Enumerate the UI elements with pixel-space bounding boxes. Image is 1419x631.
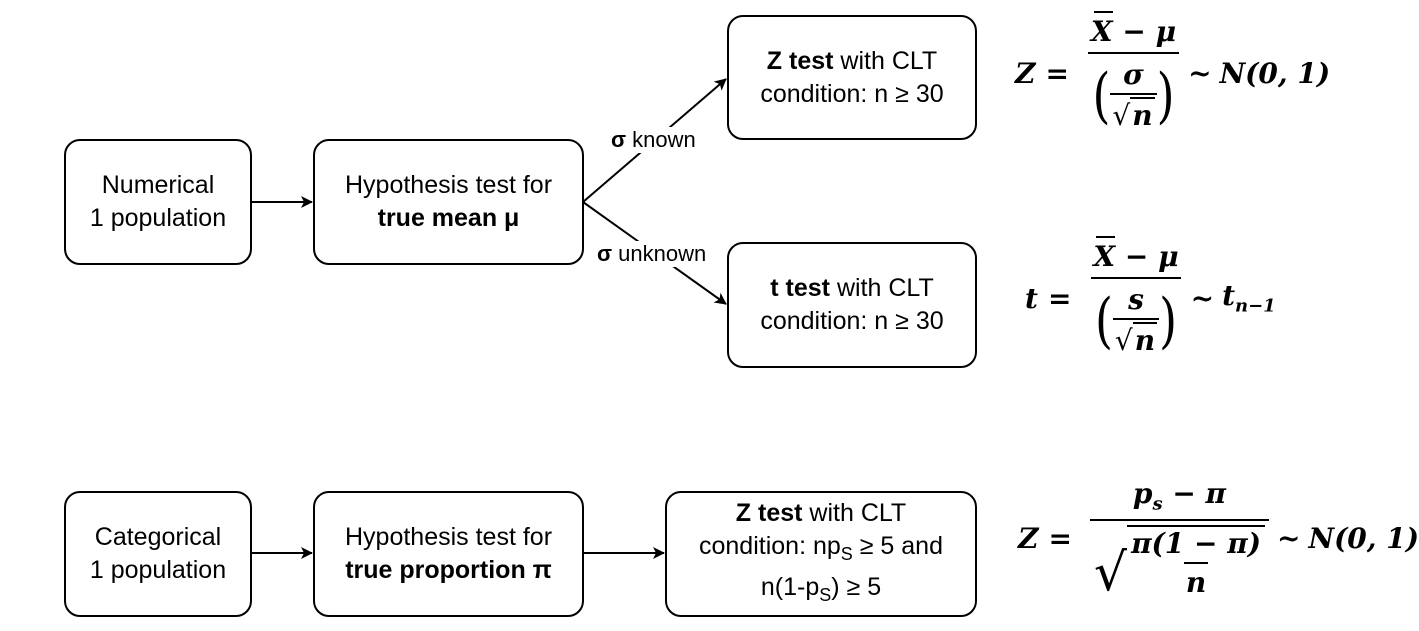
z-test-bold: Z test bbox=[766, 46, 834, 75]
t-test-box: t test with CLT condition: n ≥ 30 bbox=[727, 242, 977, 368]
proportion-condition-1: condition: npS ≥ 5 and bbox=[699, 531, 943, 564]
mean-hypothesis-box: Hypothesis test for true mean μ bbox=[313, 139, 584, 265]
proportion-condition-2: n(1-pS) ≥ 5 bbox=[760, 572, 882, 605]
sigma-unknown-label: σ unknown bbox=[595, 241, 709, 267]
true-proportion-label: true proportion π bbox=[345, 556, 552, 584]
proportion-z-test-box: Z test with CLT condition: npS ≥ 5 and n… bbox=[665, 491, 977, 617]
population-label: 1 population bbox=[89, 204, 227, 232]
hypothesis-label: Hypothesis test for bbox=[344, 171, 553, 199]
hypothesis-label-2: Hypothesis test for bbox=[344, 523, 553, 551]
proportion-z-test-bold: Z test bbox=[735, 498, 803, 527]
numerical-population-box: Numerical 1 population bbox=[64, 139, 252, 265]
t-test-bold: t test bbox=[770, 274, 830, 302]
z-statistic-formula: Z = X − μ ( σ √n ) ~ N(0, 1) bbox=[1015, 10, 1331, 132]
numerical-label: Numerical bbox=[101, 171, 215, 199]
t-statistic-formula: t = X − μ ( s √n ) ~ tn−1 bbox=[1025, 235, 1276, 357]
z-test-box: Z test with CLT condition: n ≥ 30 bbox=[727, 15, 977, 140]
categorical-population-box: Categorical 1 population bbox=[64, 491, 252, 617]
proportion-z-formula: Z = ps − π √ π(1 − π) n ~ N(0, 1) bbox=[1018, 477, 1419, 603]
categorical-label: Categorical bbox=[94, 523, 222, 551]
proportion-hypothesis-box: Hypothesis test for true proportion π bbox=[313, 491, 584, 617]
true-mean-label: true mean μ bbox=[377, 204, 520, 232]
sigma-known-label: σ known bbox=[609, 127, 698, 153]
z-condition: condition: n ≥ 30 bbox=[760, 79, 944, 108]
t-condition: condition: n ≥ 30 bbox=[760, 307, 944, 335]
population-label-2: 1 population bbox=[89, 556, 227, 584]
